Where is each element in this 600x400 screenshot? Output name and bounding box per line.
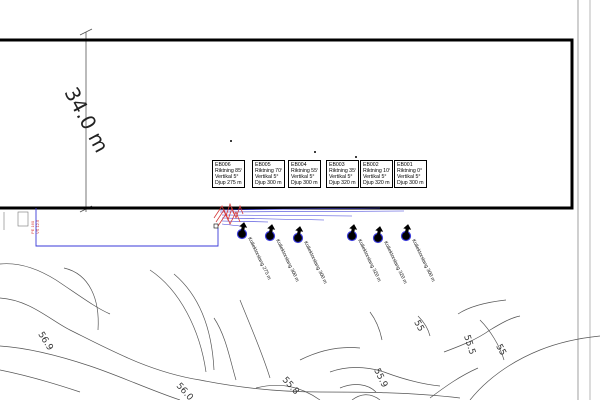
borehole-vertical: Vertikal 5° [329, 174, 353, 180]
dimension-tick [79, 28, 93, 36]
borehole-id: EB001 [397, 162, 413, 168]
direction-arrow-icon [267, 224, 276, 234]
contour-label: 56.0 [174, 381, 195, 400]
pipe-run [219, 210, 405, 213]
direction-arrow-icon [403, 224, 412, 234]
borehole-vertical: Vertikal 5° [255, 174, 279, 180]
borehole-depth: Djup 300 m [291, 180, 318, 186]
pipe-run [221, 223, 241, 227]
borehole-direction: Riktning 35° [329, 168, 356, 174]
borehole-depth: Djup 320 m [363, 180, 390, 186]
pipe-tag: PE 160 [30, 220, 35, 234]
borehole-info-box: EB005 Riktning 70° Vertikal 5° Djup 300 … [252, 160, 285, 188]
borehole-id: EB002 [363, 162, 379, 168]
marker-dot [230, 140, 232, 142]
contour-lines [0, 263, 600, 400]
borehole-id: EB005 [255, 162, 271, 168]
borehole-id: EB003 [329, 162, 345, 168]
borehole-marker: Kollektorslang 320 m [346, 224, 382, 283]
direction-arrow-icon [295, 226, 304, 236]
borehole-id: EB006 [215, 162, 231, 168]
pipe-run [221, 217, 325, 221]
wall-stub [17, 211, 29, 227]
direction-arrow-icon [375, 226, 384, 236]
borehole-info-box: EB003 Riktning 35° Vertikal 5° Djup 320 … [326, 160, 359, 188]
collector-hose-label: Kollektorslang 320 m [382, 240, 408, 285]
marker-dot [355, 156, 357, 158]
borehole-depth: Djup 320 m [329, 180, 356, 186]
collector-hose-label: Kollektorslang 300 m [410, 238, 436, 283]
direction-arrow-icon [349, 224, 358, 234]
dimension-label: 34.0 m [60, 83, 114, 156]
direction-arrow-icon [239, 222, 248, 232]
collector-hose-label: Kollektorslang 300 m [274, 238, 300, 283]
contour-label: 55.8 [280, 375, 301, 397]
marker-dot [314, 151, 316, 153]
contour-label: 55 [493, 343, 507, 358]
pipe-tag: VS 12.5 [35, 219, 40, 234]
borehole-direction: Riktning 70° [255, 168, 282, 174]
borehole-marker: Kollektorslang 275 m [236, 222, 272, 281]
borehole-id: EB004 [291, 162, 307, 168]
borehole-info-box: EB001 Riktning 0° Vertikal 5° Djup 300 m [394, 160, 427, 188]
manifold-marking [213, 202, 244, 229]
building-outline [0, 38, 574, 210]
borehole-vertical: Vertikal 5° [363, 174, 387, 180]
collector-hose-label: Kollektorslang 275 m [246, 236, 272, 281]
contour-label: 55.5 [461, 334, 477, 356]
pipe-run [219, 207, 381, 211]
borehole-vertical: Vertikal 5° [397, 174, 421, 180]
pipe-run [221, 214, 353, 217]
collector-hose-label: Kollektorslang 300 m [302, 240, 328, 285]
borehole-marker: Kollektorslang 300 m [400, 224, 436, 283]
contour-label: 55 [411, 319, 425, 334]
borehole-info-box: EB004 Riktning 55° Vertikal 5° Djup 300 … [288, 160, 321, 188]
borehole-vertical: Vertikal 5° [291, 174, 315, 180]
borehole-vertical: Vertikal 5° [215, 174, 239, 180]
borehole-direction: Riktning 0° [397, 168, 423, 174]
borehole-depth: Djup 275 m [215, 180, 242, 186]
borehole-direction: Riktning 85° [215, 168, 242, 174]
borehole-info-box: EB002 Riktning 10° Vertikal 5° Djup 320 … [360, 160, 393, 188]
borehole-info-box: EB006 Riktning 85° Vertikal 5° Djup 275 … [212, 160, 245, 188]
collector-hose-label: Kollektorslang 320 m [356, 238, 382, 283]
contour-label: 55.9 [371, 367, 389, 390]
pipe-run [221, 220, 269, 223]
borehole-direction: Riktning 55° [291, 168, 318, 174]
borehole-direction: Riktning 10° [363, 168, 390, 174]
contour-label: 56.9 [35, 330, 54, 353]
borehole-depth: Djup 300 m [255, 180, 282, 186]
borehole-depth: Djup 300 m [397, 180, 424, 186]
collector-pipe [35, 208, 219, 247]
